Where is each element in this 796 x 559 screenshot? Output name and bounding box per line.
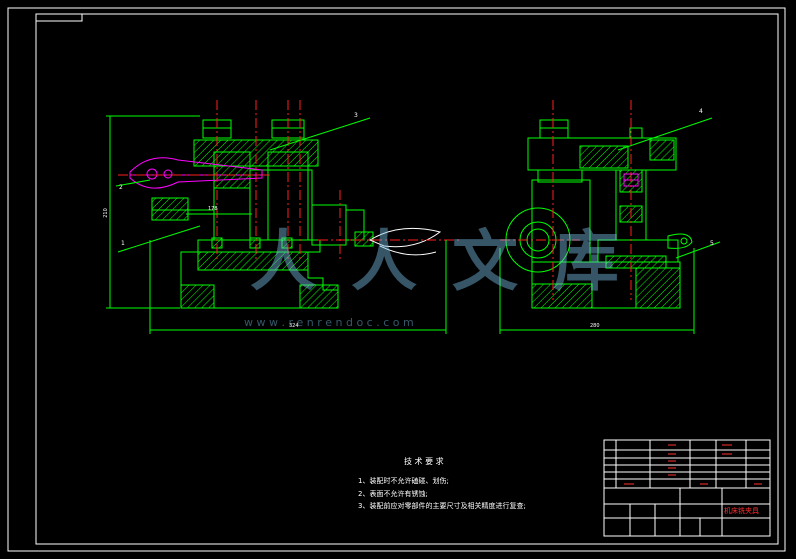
front-base-plate xyxy=(197,251,309,271)
front-lever xyxy=(368,227,442,256)
side-clamp-bar xyxy=(527,137,677,171)
corner-tag-box xyxy=(35,13,83,22)
title-block-red-marks xyxy=(624,444,762,485)
outer-frame xyxy=(7,7,786,552)
tech-requirement-2: 2、表面不允许有锈蚀; xyxy=(358,490,428,498)
dim-front-width: 324 xyxy=(289,323,299,329)
dim-inner: 178 xyxy=(208,206,218,212)
tech-requirements-title: 技 术 要 求 xyxy=(404,457,444,466)
callout-1: 1 xyxy=(121,240,125,247)
front-view xyxy=(151,119,374,309)
callout-2: 2 xyxy=(119,184,123,191)
tech-requirement-3: 3、装配前应对零部件的主要尺寸及相关精度进行复查; xyxy=(358,502,526,510)
dim-height: 210 xyxy=(102,208,109,218)
watermark-brand: 人 人 文 库 xyxy=(250,223,625,300)
callout-3: 3 xyxy=(354,112,358,119)
front-base-foot-left xyxy=(180,284,215,309)
watermark-url: w w w . r e n r e n d o c . c o m xyxy=(244,316,414,329)
title-block xyxy=(603,439,771,537)
front-left-bracket xyxy=(151,197,189,221)
front-base-foot-right xyxy=(299,284,339,309)
dim-side-width: 280 xyxy=(590,323,600,329)
tech-requirement-1: 1、装配时不允许磕碰、划伤; xyxy=(358,477,449,485)
callout-5: 5 xyxy=(710,240,714,247)
side-centerlines xyxy=(500,100,632,300)
inner-frame xyxy=(35,13,779,545)
drawing-name: 机床铣夹具 xyxy=(724,507,759,515)
dimension-lines xyxy=(106,115,721,334)
callout-4: 4 xyxy=(699,108,703,115)
front-centerlines xyxy=(118,100,460,262)
